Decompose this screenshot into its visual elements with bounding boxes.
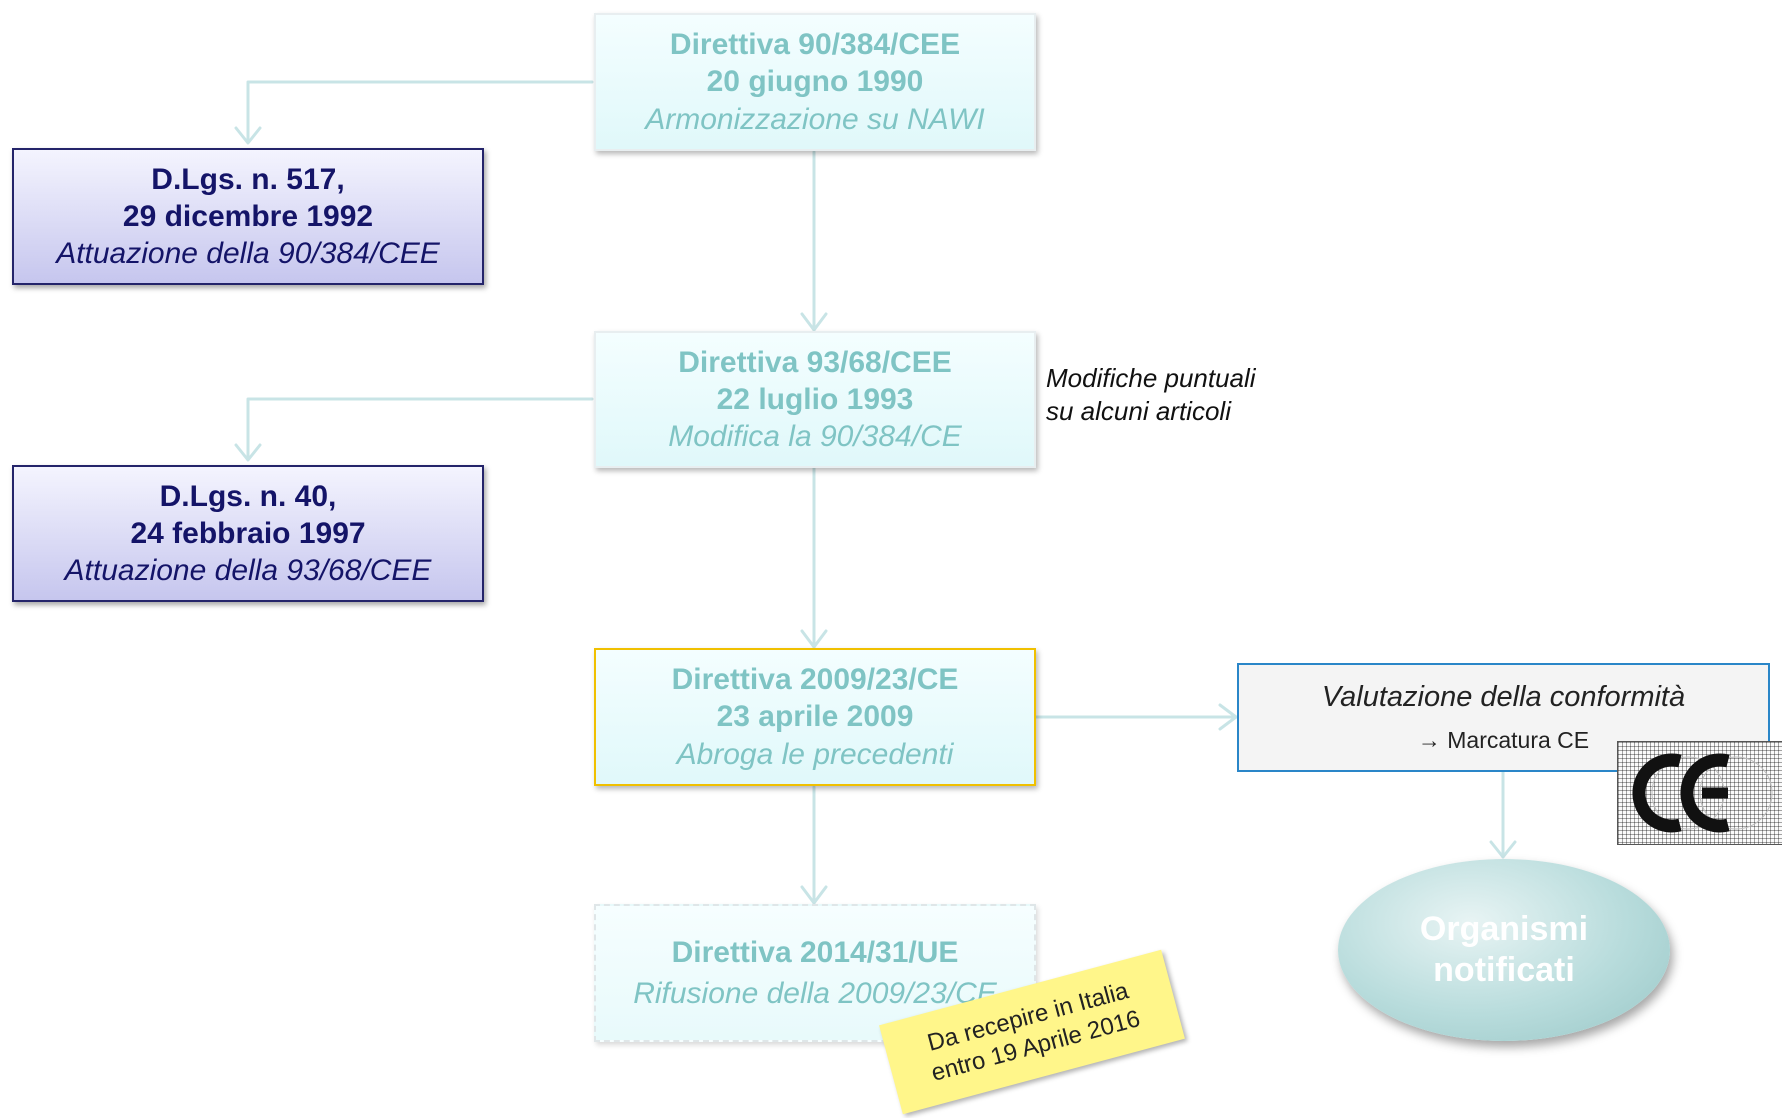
ce-mark-icon [1632, 753, 1773, 833]
directive-title: Direttiva 90/384/CEE [669, 28, 961, 62]
organismi-line-2: notificati [1433, 951, 1575, 989]
decree-title: D.Lgs. n. 40, [159, 479, 337, 513]
organismi-line-1: Organismi [1419, 910, 1589, 949]
decree-date: 24 febbraio 1997 [130, 516, 366, 550]
directive-description: Rifusione della 2009/23/CE [633, 977, 997, 1010]
arrowhead-dir3 [800, 629, 828, 649]
directive-title: Direttiva 2014/31/UE [671, 935, 959, 969]
directive-box-93-68: Direttiva 93/68/CEE 22 luglio 1993 Modif… [594, 331, 1036, 468]
notified-bodies-ellipse: Organismi notificati [1338, 859, 1670, 1041]
directive-description: Armonizzazione su NAWI [645, 102, 985, 136]
note-line-2: su alcuni articoli [1046, 395, 1231, 426]
arrowhead-conformity [1218, 703, 1238, 731]
decree-description: Attuazione della 93/68/CEE [64, 554, 432, 588]
directive-title: Direttiva 2009/23/CE [671, 663, 959, 697]
arrowhead-organismi [1489, 840, 1517, 859]
amendment-note: Modifiche puntuali su alcuni articoli [1046, 362, 1256, 428]
decree-box-40: D.Lgs. n. 40, 24 febbraio 1997 Attuazion… [12, 465, 484, 602]
arrowhead-dir4 [800, 885, 828, 905]
decree-box-517: D.Lgs. n. 517, 29 dicembre 1992 Attuazio… [12, 148, 484, 285]
note-line-1: Modifiche puntuali [1046, 363, 1256, 393]
arrowhead-dlgs2 [234, 443, 262, 462]
directive-date: 23 aprile 2009 [716, 700, 914, 734]
decree-description: Attuazione della 90/384/CEE [56, 237, 440, 271]
directive-box-90-384: Direttiva 90/384/CEE 20 giugno 1990 Armo… [594, 13, 1036, 151]
directive-title: Direttiva 93/68/CEE [678, 345, 952, 379]
connector-dir2-to-dlgs2 [246, 397, 594, 461]
ce-marking-logo [1617, 741, 1782, 845]
directive-date: 22 luglio 1993 [716, 382, 914, 416]
connector-dir1-to-dlgs1 [246, 80, 594, 144]
arrowhead-dlgs1 [234, 126, 262, 145]
decree-date: 29 dicembre 1992 [122, 199, 374, 233]
directive-description: Modifica la 90/384/CE [668, 420, 962, 454]
directive-box-2009-23: Direttiva 2009/23/CE 23 aprile 2009 Abro… [594, 648, 1036, 786]
directive-date: 20 giugno 1990 [706, 65, 924, 99]
decree-title: D.Lgs. n. 517, [151, 162, 345, 196]
directive-description: Abroga le precedenti [676, 737, 954, 771]
conformity-title: Valutazione della conformità [1321, 681, 1686, 714]
arrowhead-dir2 [800, 312, 828, 332]
conformity-subtitle: → Marcatura CE [1417, 727, 1590, 754]
